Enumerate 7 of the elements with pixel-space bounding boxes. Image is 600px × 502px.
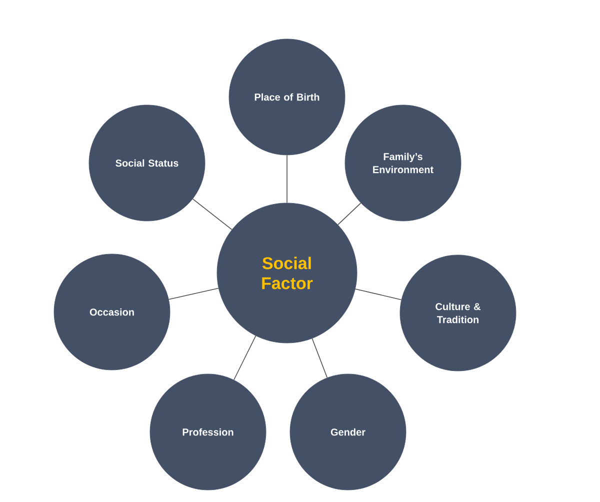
connector-line bbox=[234, 335, 256, 380]
connector-line bbox=[354, 288, 402, 300]
connector-line bbox=[168, 288, 219, 300]
connector-line bbox=[192, 198, 232, 230]
connector-line bbox=[286, 154, 288, 204]
connector-line bbox=[338, 202, 362, 226]
connector-line bbox=[312, 338, 328, 378]
